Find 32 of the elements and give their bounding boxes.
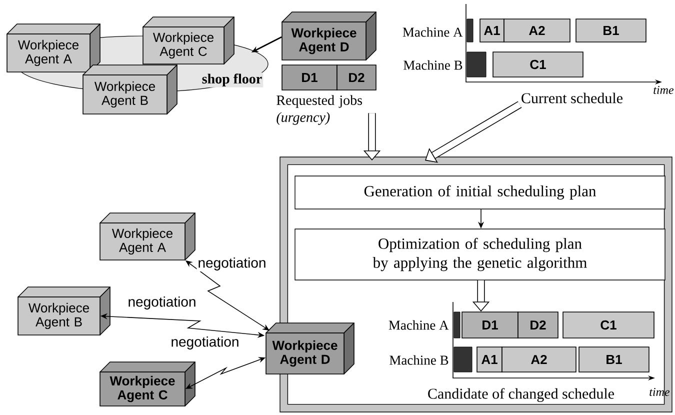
agent-box: Workpiece Agent C	[142, 16, 234, 64]
machine-label: Machine A	[402, 27, 463, 37]
caption-text: Requested jobs (urgency)	[276, 95, 362, 125]
job-bar: B1	[576, 18, 646, 42]
caption-text: Current schedule	[522, 92, 622, 104]
edge-label: negotiation	[170, 335, 240, 351]
agent-box: Workpiece Agent A	[100, 212, 196, 260]
agent-box: Workpiece Agent D	[282, 12, 376, 60]
agent-box: Workpiece Agent C	[100, 362, 196, 406]
process-box: Optimization of scheduling plan by applying the genetic algorithm	[294, 228, 666, 280]
machine-label: Machine A	[388, 320, 449, 330]
edge-label: negotiation	[126, 295, 198, 311]
machine-label: Machine B	[404, 60, 462, 70]
job-bar: C1	[562, 312, 654, 338]
job-bar: A1	[476, 346, 502, 372]
axis-label: time	[654, 86, 674, 94]
job-bar: B1	[578, 346, 650, 372]
machine-label: Machine B	[390, 355, 448, 365]
agent-box: Workpiece Agent B	[82, 64, 178, 114]
job-bar: C1	[492, 52, 584, 78]
agent-box: Workpiece Agent D	[266, 322, 354, 374]
job-bar: A1	[480, 18, 504, 42]
chart-caption: Candidate of changed schedule	[428, 388, 614, 402]
agent-box: Workpiece Agent B	[18, 286, 110, 336]
edge-label: negotiation	[196, 256, 268, 272]
job-bar: D2	[518, 312, 558, 338]
hollow-arrow	[425, 101, 522, 163]
job-bar: D1	[282, 64, 338, 90]
job-bar: D1	[462, 312, 518, 338]
job-bar: D2	[336, 64, 376, 90]
process-box: Generation of initial scheduling plan	[294, 176, 666, 210]
agent-box: Workpiece Agent A	[6, 24, 100, 72]
